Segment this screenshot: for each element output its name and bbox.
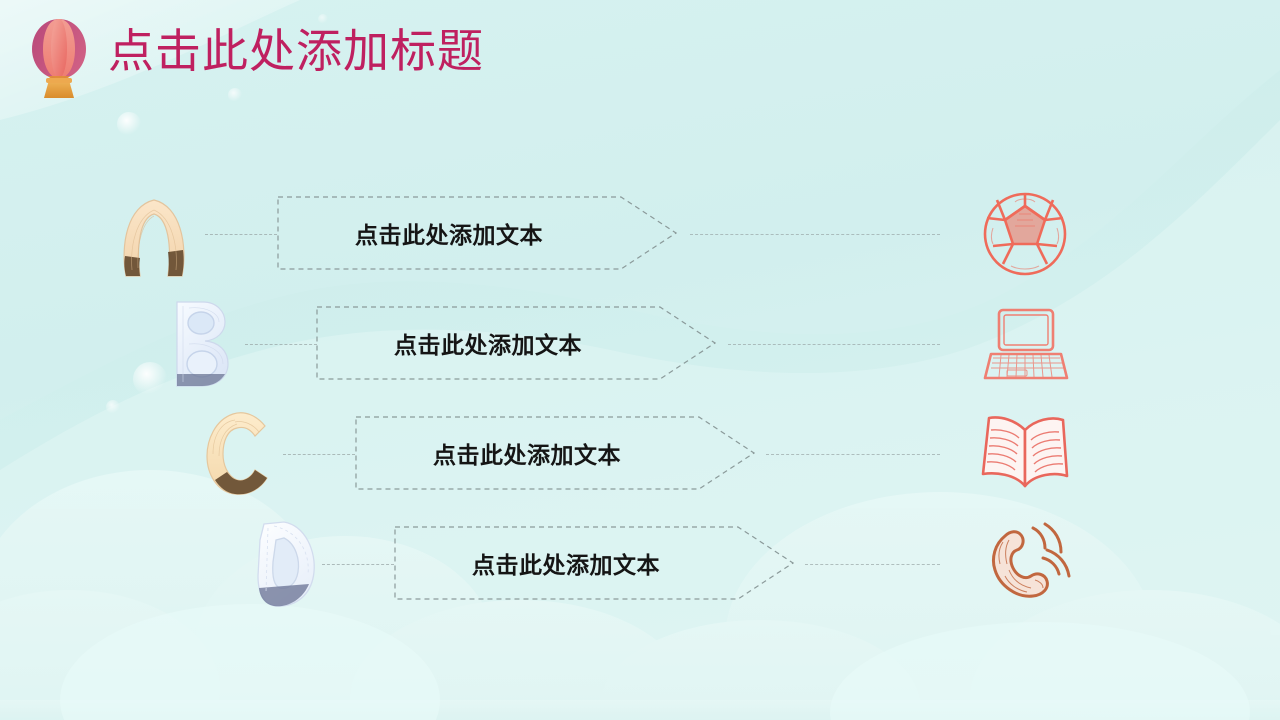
connector-line-right bbox=[690, 234, 940, 235]
phone-ringing-icon bbox=[991, 522, 1071, 598]
connector-line-right bbox=[805, 564, 940, 565]
callout-arrow-shape bbox=[355, 416, 755, 490]
text-callout[interactable]: 点击此处添加文本 bbox=[277, 196, 677, 270]
text-callout[interactable]: 点击此处添加文本 bbox=[316, 306, 716, 380]
content-row: 点击此处添加文本 bbox=[0, 400, 1280, 510]
callout-arrow-shape bbox=[394, 526, 794, 600]
connector-line-left bbox=[283, 454, 355, 455]
callout-text: 点击此处添加文本 bbox=[355, 222, 543, 248]
sketch-letter-a-icon bbox=[123, 199, 185, 277]
content-row: 点击此处添加文本 bbox=[0, 290, 1280, 400]
connector-line-right bbox=[766, 454, 940, 455]
connector-line-left bbox=[245, 344, 317, 345]
hot-air-balloon-icon bbox=[32, 19, 86, 98]
laptop-icon bbox=[983, 308, 1069, 380]
text-callout[interactable]: 点击此处添加文本 bbox=[394, 526, 794, 600]
page-title: 点击此处添加标题 bbox=[108, 25, 484, 77]
sketch-letter-b-icon bbox=[176, 301, 229, 387]
callout-text: 点击此处添加文本 bbox=[472, 552, 660, 578]
callout-text: 点击此处添加文本 bbox=[433, 442, 621, 468]
sketch-letter-d-icon bbox=[257, 521, 315, 607]
connector-line-left bbox=[322, 564, 394, 565]
text-callout[interactable]: 点击此处添加文本 bbox=[355, 416, 755, 490]
content-row: 点击此处添加文本 bbox=[0, 510, 1280, 620]
connector-line-left bbox=[205, 234, 277, 235]
content-row: 点击此处添加文本 bbox=[0, 180, 1280, 290]
sketch-letter-c-icon bbox=[206, 412, 268, 495]
callout-arrow-shape bbox=[316, 306, 716, 380]
soccer-ball-icon bbox=[983, 192, 1067, 276]
connector-line-right bbox=[728, 344, 940, 345]
bubble-decoration bbox=[117, 112, 141, 136]
callout-arrow-shape bbox=[277, 196, 677, 270]
slide-header: 点击此处添加标题 bbox=[0, 0, 1280, 112]
callout-text: 点击此处添加文本 bbox=[394, 332, 582, 358]
open-book-icon bbox=[981, 416, 1069, 488]
